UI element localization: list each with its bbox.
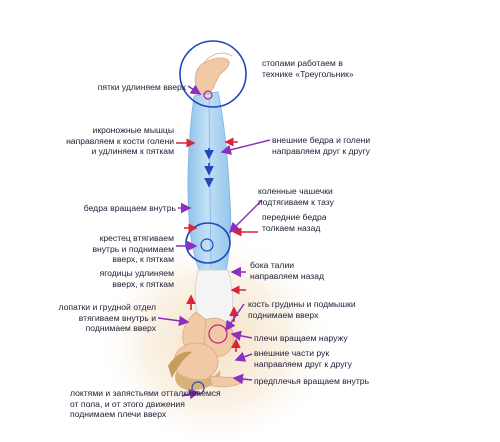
label-shoulders-out: плечи вращаем наружу	[254, 333, 348, 343]
label-thighs-rotate-in: бедра вращаем внутрь	[83, 203, 176, 213]
pelvis-circle	[185, 222, 231, 264]
label-sternum-armpits: кость грудины и подмышки поднимаем вверх	[248, 299, 356, 320]
label-calves: икроножные мышцы направляем к кости голе…	[66, 125, 174, 156]
feet	[194, 57, 230, 94]
label-outer-arms: внешние части рук направляем друг к друг…	[254, 348, 352, 369]
label-heels-up: пятки удлиняем вверх	[97, 82, 186, 92]
feet-circle	[179, 40, 247, 108]
label-kneecaps: коленные чашечки подтягиваем к тазу	[258, 186, 334, 207]
label-elbows-wrists: локтями и запястьями отталкиваемся от по…	[70, 388, 221, 419]
label-front-thighs-back: передние бедра толкаем назад	[262, 212, 327, 233]
torso	[194, 269, 234, 323]
hair	[175, 370, 221, 391]
label-feet-triangle: стопами работаем в технике «Треугольник»	[262, 58, 354, 79]
label-outer-thighs-shins: внешние бедра и голени направляем друг к…	[272, 135, 371, 156]
label-sacrum: крестец втягиваем внутрь и поднимаем вве…	[92, 233, 174, 264]
label-buttocks: ягодицы удлиняем вверх, к пяткам	[99, 268, 174, 289]
label-shoulder-blades: лопатки и грудной отдел втягиваем внутрь…	[58, 302, 156, 333]
label-waist-sides: бока талии направляем назад	[250, 260, 325, 281]
label-forearms-in: предплечья вращаем внутрь	[254, 376, 370, 386]
